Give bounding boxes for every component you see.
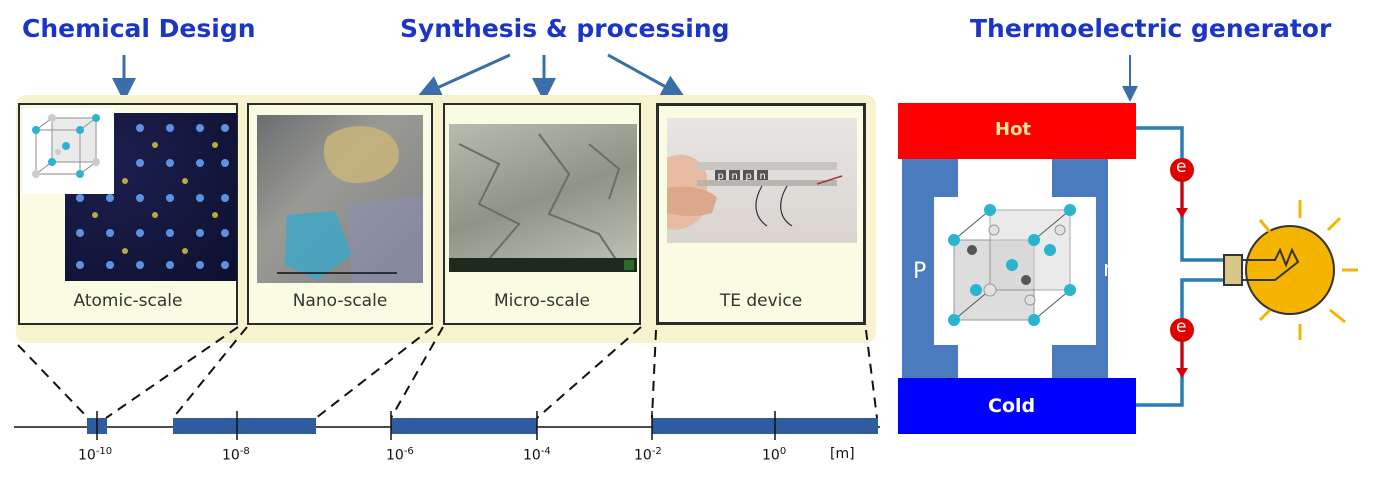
crystal-structure-icon xyxy=(934,197,1096,345)
electron-arrow xyxy=(1176,180,1188,378)
nano-scale-panel: Nano-scale xyxy=(247,103,433,325)
atomic-scale-label: Atomic-scale xyxy=(73,291,183,311)
micro-scale-panel: Micro-scale xyxy=(443,103,641,325)
teg-heading: Thermoelectric generator xyxy=(970,14,1332,43)
chemical-design-heading: Chemical Design xyxy=(22,14,256,43)
te-leg-label: p xyxy=(718,171,724,182)
te-leg-label: n xyxy=(760,171,766,182)
tick-label-1e-10: 10-10 xyxy=(78,446,113,464)
micro-image xyxy=(449,124,637,272)
nano-scale-label: Nano-scale xyxy=(292,291,388,311)
n-leg-label: n xyxy=(1103,257,1117,282)
light-bulb-icon xyxy=(1223,200,1358,340)
te-leg-label: n xyxy=(732,171,738,182)
synthesis-heading: Synthesis & processing xyxy=(400,14,730,43)
cold-label: Cold xyxy=(988,395,1036,417)
axis-unit: [m] xyxy=(830,446,855,462)
arrow-left-icon xyxy=(417,53,511,99)
tick-label-1e0: 100 xyxy=(762,446,787,464)
device-range-bar xyxy=(652,418,878,434)
micro-scale-label: Micro-scale xyxy=(493,291,590,311)
hot-plate xyxy=(898,103,1136,159)
p-leg-label: P xyxy=(913,259,927,284)
nano-range-bar xyxy=(173,418,316,434)
arrow-right-icon xyxy=(607,53,686,98)
teg-diagram xyxy=(898,103,1358,434)
hot-label: Hot xyxy=(995,119,1032,140)
te-device-label: TE device xyxy=(719,291,803,311)
tick-label-1e-8: 10-8 xyxy=(222,446,250,464)
electron-label-top: e xyxy=(1176,157,1187,177)
tick-label-1e-6: 10-6 xyxy=(386,446,414,464)
te-leg-label: p xyxy=(746,171,752,182)
cold-plate xyxy=(898,378,1136,434)
electron-icon xyxy=(1170,158,1194,182)
crystal-structure-icon xyxy=(22,108,114,194)
tick-label-1e-2: 10-2 xyxy=(634,446,662,464)
nano-image xyxy=(257,115,423,283)
tick-label-1e-4: 10-4 xyxy=(523,446,551,464)
atomic-scale-panel: Atomic-scale xyxy=(18,103,238,325)
length-scale-axis xyxy=(14,326,880,440)
te-device-photo: p n p n xyxy=(667,118,857,243)
te-device-panel: p n p n TE device xyxy=(656,103,866,325)
micro-range-bar xyxy=(391,418,537,434)
electron-icon xyxy=(1170,318,1194,342)
electron-label-bottom: e xyxy=(1176,317,1187,337)
